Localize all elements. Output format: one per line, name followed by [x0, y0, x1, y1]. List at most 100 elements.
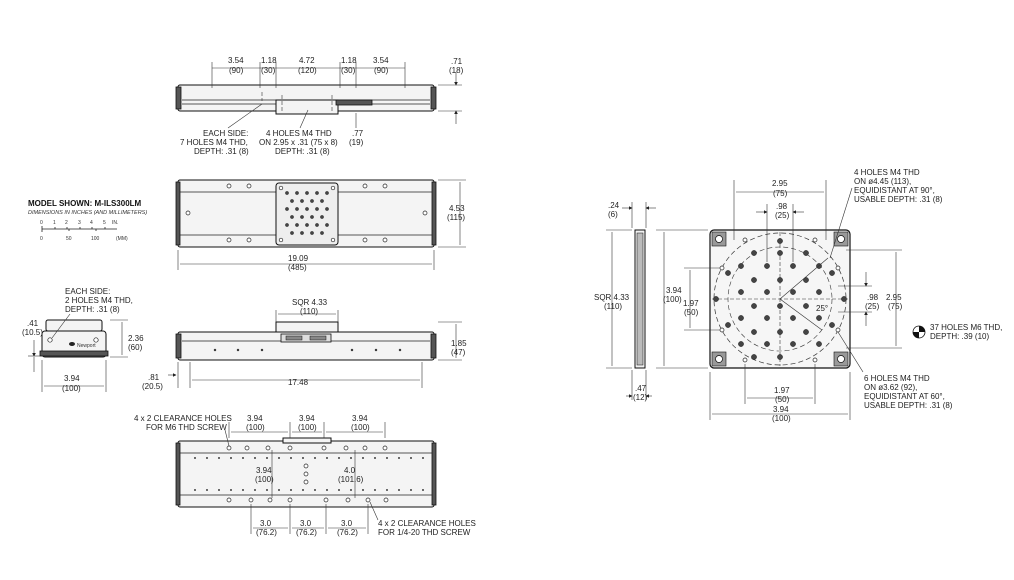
detail-t47-mm: (12) — [633, 393, 648, 402]
top-height-mm: (18) — [449, 66, 464, 75]
detail-holes-grid — [713, 237, 847, 363]
side-sqr-mm: (110) — [300, 307, 318, 316]
scale-bar: 0 1 2 3 4 5 IN. 0 50 100 (MM) — [40, 220, 128, 242]
side-holes-line1: EACH SIDE: — [203, 129, 248, 138]
detail-note-bot-3: EQUIDISTANT AT 60°, — [864, 392, 945, 401]
bottom-v2-in: 4.0 — [344, 466, 356, 475]
detail-note-top-4: USABLE DEPTH: .31 (8) — [854, 195, 943, 204]
detail-w-mm: (75) — [773, 189, 788, 198]
top-dim-3-in: 4.72 — [299, 56, 315, 65]
detail-h197-mm: (50) — [684, 308, 699, 317]
detail-h394-in: 3.94 — [666, 286, 682, 295]
scale-mm-unit: (MM) — [116, 236, 128, 242]
bottom-v1-in: 3.94 — [256, 466, 272, 475]
carriage-holes-line1: 4 HOLES M4 THD — [266, 129, 332, 138]
bottom-bot-dim-1-in: 3.0 — [260, 519, 272, 528]
end-holes-line3: DEPTH: .31 (8) — [65, 305, 120, 314]
scale-mm-50: 50 — [66, 236, 72, 242]
side-view: SQR 4.33 (110) 1.85 (47) .81 (20.5) 17.4… — [142, 298, 467, 391]
end-holes-line1: EACH SIDE: — [65, 287, 110, 296]
bottom-top-dim-2-mm: (100) — [298, 423, 317, 432]
bottom-bot-note-1: 4 x 2 CLEARANCE HOLES — [378, 519, 476, 528]
scale-in-3: 3 — [78, 220, 81, 226]
side-left-in: .81 — [148, 373, 160, 382]
top-dim-4-mm: (30) — [341, 66, 356, 75]
scale-mm-100: 100 — [91, 236, 100, 242]
detail-r295-in: 2.95 — [886, 293, 902, 302]
carriage-holes-line3: DEPTH: .31 (8) — [275, 147, 330, 156]
detail-h197-in: 1.97 — [683, 299, 699, 308]
plan-width-mm: (115) — [447, 213, 465, 222]
detail-holes37-2: DEPTH: .39 (10) — [930, 332, 989, 341]
carriage-detail: .24 (6) SQR 4.33 (110) .47 (12) — [594, 168, 1002, 423]
top-dim-2-mm: (30) — [261, 66, 276, 75]
detail-r098-in: .98 — [867, 293, 879, 302]
side-h-mm: (47) — [451, 348, 466, 357]
end-brand: Newport — [77, 343, 96, 349]
end-left-mm: (10.5) — [22, 328, 43, 337]
top-view: 3.54 (90) 1.18 (30) 4.72 (120) 1.18 (30)… — [175, 56, 464, 156]
bottom-v2-mm: (101.6) — [338, 475, 364, 484]
thread-symbol-icon — [912, 325, 926, 339]
end-left-in: .41 — [27, 319, 39, 328]
offset-in: .77 — [352, 129, 364, 138]
model-title: MODEL SHOWN: M-ILS300LM — [28, 199, 142, 208]
end-view: Newport EACH SIDE: 2 HOLES M4 THD, DEPTH… — [22, 287, 144, 393]
detail-holes37-1: 37 HOLES M6 THD, — [930, 323, 1002, 332]
scale-in-unit: IN. — [112, 220, 118, 226]
detail-c-mm: (25) — [775, 211, 790, 220]
top-dim-3-mm: (120) — [298, 66, 317, 75]
detail-b394-in: 3.94 — [773, 405, 789, 414]
bottom-bot-dim-3-mm: (76.2) — [337, 528, 358, 537]
side-h-in: 1.85 — [451, 339, 467, 348]
side-sqr-in: SQR 4.33 — [292, 298, 328, 307]
top-dim-5-in: 3.54 — [373, 56, 389, 65]
plan-holes — [185, 183, 428, 243]
detail-b197-mm: (50) — [775, 395, 790, 404]
scale-mm-0: 0 — [40, 236, 43, 242]
end-w-mm: (100) — [62, 384, 81, 393]
detail-sqr-in: SQR 4.33 — [594, 293, 630, 302]
bottom-bot-dim-1-mm: (76.2) — [256, 528, 277, 537]
end-h-mm: (60) — [128, 343, 143, 352]
detail-note-bot-4: USABLE DEPTH: .31 (8) — [864, 401, 953, 410]
detail-t47-in: .47 — [635, 384, 647, 393]
bottom-view: 4 x 2 CLEARANCE HOLES FOR M6 THD SCREW 3… — [134, 414, 476, 537]
top-dim-1-in: 3.54 — [228, 56, 244, 65]
top-height-in: .71 — [451, 57, 463, 66]
plan-carriage-holes — [278, 185, 336, 243]
detail-note-top-3: EQUIDISTANT AT 90°, — [854, 186, 935, 195]
detail-r098-mm: (25) — [865, 302, 880, 311]
side-holes-line3: DEPTH: .31 (8) — [194, 147, 249, 156]
detail-h394-mm: (100) — [663, 295, 682, 304]
bottom-rail-holes — [194, 457, 424, 491]
scale-in-4: 4 — [90, 220, 93, 226]
plan-length-mm: (485) — [288, 263, 307, 272]
side-left-mm: (20.5) — [142, 382, 163, 391]
detail-w-in: 2.95 — [772, 179, 788, 188]
offset-mm: (19) — [349, 138, 364, 147]
bottom-top-dim-3-in: 3.94 — [352, 414, 368, 423]
bottom-top-dim-1-mm: (100) — [246, 423, 265, 432]
bottom-top-dim-3-mm: (100) — [351, 423, 370, 432]
scale-in-5: 5 — [103, 220, 106, 226]
bottom-top-dim-2-in: 3.94 — [299, 414, 315, 423]
end-holes-line2: 2 HOLES M4 THD, — [65, 296, 133, 305]
scale-in-0: 0 — [40, 220, 43, 226]
detail-note-top-2: ON ø4.45 (113), — [854, 177, 911, 186]
detail-thick-mm: (6) — [608, 210, 618, 219]
end-h-in: 2.36 — [128, 334, 144, 343]
bottom-bot-dim-2-mm: (76.2) — [296, 528, 317, 537]
end-w-in: 3.94 — [64, 374, 80, 383]
bottom-bot-note-2: FOR 1/4-20 THD SCREW — [378, 528, 471, 537]
top-dim-4-in: 1.18 — [341, 56, 357, 65]
plan-length-in: 19.09 — [288, 254, 309, 263]
side-len-in: 17.48 — [288, 378, 309, 387]
side-holes-line2: 7 HOLES M4 THD, — [180, 138, 248, 147]
model-label: MODEL SHOWN: M-ILS300LM DIMENSIONS IN IN… — [28, 199, 147, 242]
bottom-top-note-1: 4 x 2 CLEARANCE HOLES — [134, 414, 232, 423]
detail-c-in: .98 — [776, 202, 788, 211]
detail-note-bot-2: ON ø3.62 (92), — [864, 383, 917, 392]
top-dim-2-in: 1.18 — [261, 56, 277, 65]
